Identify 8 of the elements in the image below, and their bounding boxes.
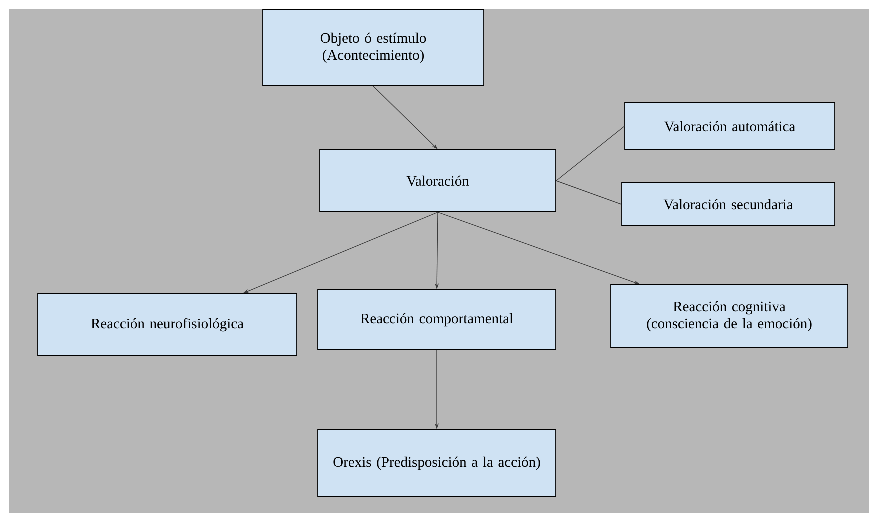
process-box: Orexis (Predisposición a la acción) (318, 430, 556, 498)
process-box: Valoración (320, 150, 556, 212)
process-box: Valoración automática (624, 102, 836, 150)
process-box: Reacción comportamental (318, 290, 556, 350)
process-box: Valoración secundaria (622, 182, 836, 226)
process-box: Reacción cognitiva (consciencia de la emoción) (610, 284, 848, 348)
process-box: Objeto ó estímulo (Acontecimiento) (262, 10, 484, 86)
process-box: Reacción neurofisiológica (38, 294, 298, 356)
